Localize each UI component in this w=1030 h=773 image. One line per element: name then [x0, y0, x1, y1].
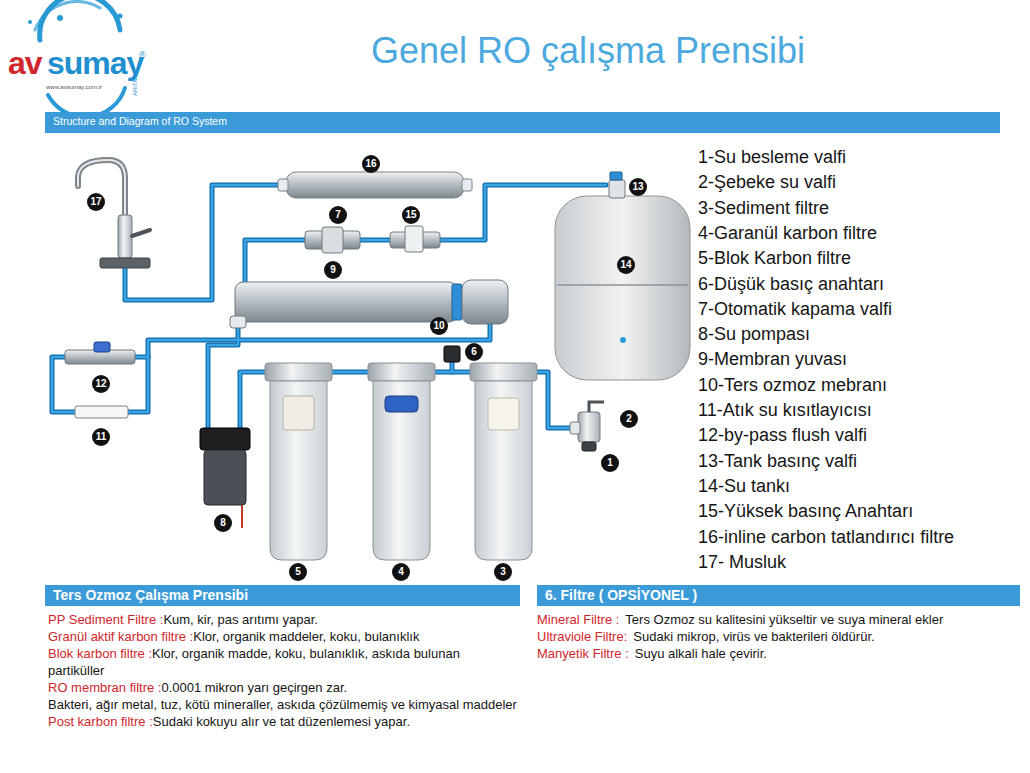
callout-number: 4: [392, 563, 410, 581]
note-line: RO membran filtre :0.0001 mikron yarı ge…: [48, 679, 518, 696]
note-text: Klor, organik maddeler, koku, bulanıklık: [193, 629, 419, 644]
logo-tagline: ARITMA: [132, 73, 138, 96]
note-line: Granül aktif karbon filtre :Klor, organi…: [48, 628, 518, 645]
callout-number: 6: [465, 343, 483, 361]
feed-valve: [570, 402, 604, 451]
callout-number: 13: [629, 178, 647, 196]
section-band: Ters Ozmoz Çalışma Prensibi: [45, 585, 520, 606]
note-line: PP Sediment Filtre :Kum, kir, pas arıtım…: [48, 611, 518, 628]
note-term: PP Sediment Filtre :: [48, 612, 163, 627]
note-term: Post karbon filtre :: [48, 714, 153, 729]
callout-number: 11: [92, 428, 110, 446]
note-text: Bakteri, ağır metal, tuz, kötü mineralle…: [48, 697, 517, 712]
note-text: Kum, kir, pas arıtımı yapar.: [163, 612, 318, 627]
callout-number: 9: [324, 261, 342, 279]
band-text: Structure and Diagram of RO System: [53, 115, 992, 127]
callout-number: 3: [494, 563, 512, 581]
logo-mark: ®: [139, 50, 146, 60]
part-list-item: 12-by-pass flush valfi: [698, 425, 867, 446]
part-list-item: 7-Otomatik kapama valfi: [698, 299, 892, 320]
part-list-item: 8-Su pompası: [698, 324, 810, 345]
booster-pump: [200, 428, 250, 528]
note-term: RO membran filtre :: [48, 680, 161, 695]
notes-column: Mineral Filtre : Ters Ozmoz su kalitesini…: [537, 611, 1025, 662]
note-line: Manyetik Filtre : Suyu alkali hale çeviri…: [537, 645, 1025, 662]
band-text: 6. Filtre ( OPSİYONEL ): [545, 587, 1012, 603]
callout-number: 14: [617, 256, 635, 274]
note-text: Sudaki mikrop, virüs ve bakterileri öldü…: [633, 629, 874, 644]
part-list-item: 14-Su tankı: [698, 476, 790, 497]
part-list-item: 15-Yüksek basınç Anahtarı: [698, 501, 913, 522]
filter-housing: [470, 363, 537, 560]
part-list-item: 6-Düşük basıç anahtarı: [698, 274, 884, 295]
callout-number: 16: [362, 155, 380, 173]
logo-url: www.avsumay.com.tr: [46, 84, 102, 90]
callout-number: 5: [289, 563, 307, 581]
note-term: Ultraviole Filtre:: [537, 629, 627, 644]
note-term: Manyetik Filtre :: [537, 646, 629, 661]
band-text: Ters Ozmoz Çalışma Prensibi: [53, 587, 512, 603]
note-line: Post karbon filtre :Sudaki kokuyu alır v…: [48, 713, 518, 730]
callout-number: 8: [214, 514, 232, 532]
shutoff-valve: [305, 227, 360, 253]
note-term: Mineral Filtre :: [537, 612, 619, 627]
part-list-item: 11-Atık su kısıtlayıcısı: [698, 400, 872, 421]
filter-housing: [368, 363, 435, 560]
note-text: Ters Ozmoz su kalitesini yükseltir ve su…: [625, 612, 943, 627]
note-line: Ultraviole Filtre: Sudaki mikrop, virüs v…: [537, 628, 1025, 645]
high-pressure-switch: [390, 226, 440, 252]
header-band: Structure and Diagram of RO System: [45, 112, 1000, 133]
note-text: 0.0001 mikron yarı geçirgen zar.: [161, 680, 347, 695]
inline-filter: [278, 172, 472, 198]
flow-restrictor: [75, 406, 128, 418]
section-band: 6. Filtre ( OPSİYONEL ): [537, 585, 1020, 606]
logo-text: sumay: [47, 45, 143, 82]
faucet: [78, 160, 150, 268]
part-list-item: 9-Membran yuvası: [698, 349, 847, 370]
filter-housing: [265, 363, 332, 560]
note-line: Blok karbon filtre :Klor, organik madde,…: [48, 645, 518, 679]
part-list-item: 16-inline carbon tatlandırıcı filtre: [698, 527, 954, 548]
note-text: Sudaki kokuyu alır ve tat düzenlemesi ya…: [153, 714, 410, 729]
membrane-housing: [230, 280, 508, 328]
callout-number: 15: [402, 206, 420, 224]
callout-number: 2: [620, 410, 638, 428]
part-list-item: 3-Sediment filtre: [698, 198, 829, 219]
note-line: Mineral Filtre : Ters Ozmoz su kalitesini…: [537, 611, 1025, 628]
note-text: Suyu alkali hale çevirir.: [635, 646, 767, 661]
logo-text: av: [8, 45, 42, 82]
diagram-title: Genel RO çalışma Prensibi: [371, 30, 805, 72]
callout-number: 17: [87, 193, 105, 211]
water-tank: [555, 172, 690, 380]
flush-valve: [65, 342, 135, 364]
low-pressure-switch: [444, 346, 460, 362]
callout-number: 7: [329, 206, 347, 224]
notes-column: PP Sediment Filtre :Kum, kir, pas arıtım…: [48, 611, 518, 730]
note-term: Granül aktif karbon filtre :: [48, 629, 193, 644]
note-line: Bakteri, ağır metal, tuz, kötü mineralle…: [48, 696, 518, 713]
part-list-item: 10-Ters ozmoz mebranı: [698, 375, 887, 396]
part-list-item: 13-Tank basınç valfi: [698, 451, 857, 472]
part-list-item: 5-Blok Karbon filtre: [698, 248, 851, 269]
part-list-item: 4-Garanül karbon filtre: [698, 223, 877, 244]
callout-number: 12: [92, 375, 110, 393]
part-list-item: 17- Musluk: [698, 552, 786, 573]
part-list-item: 1-Su besleme valfi: [698, 147, 846, 168]
callout-number: 1: [601, 454, 619, 472]
part-list-item: 2-Şebeke su valfi: [698, 172, 836, 193]
note-term: Blok karbon filtre :: [48, 646, 152, 661]
callout-number: 10: [430, 317, 448, 335]
